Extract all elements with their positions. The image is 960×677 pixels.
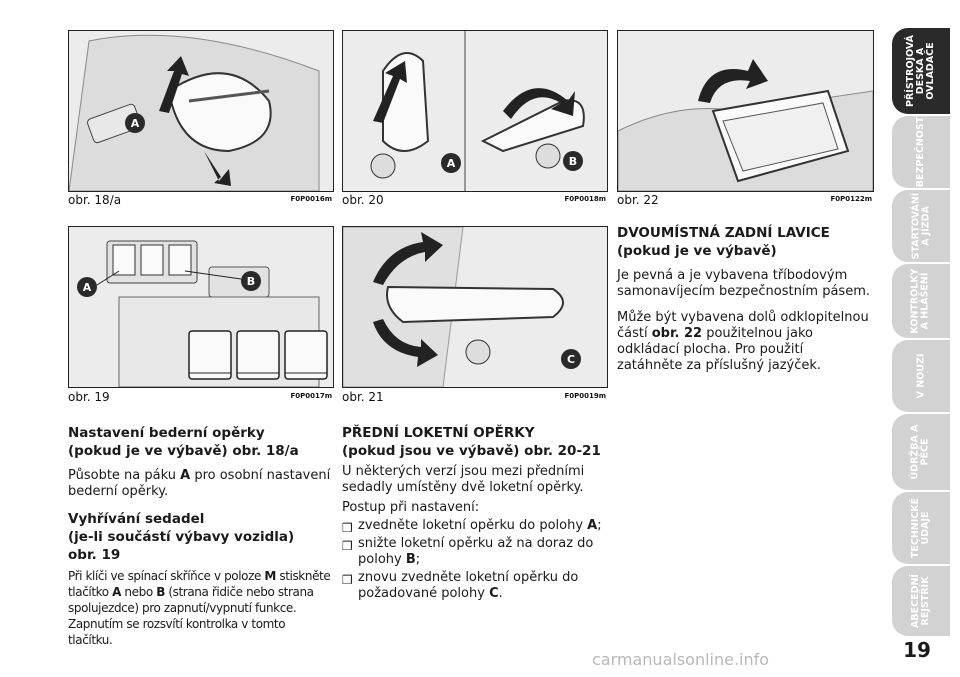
checkbox-bullet-icon: ❒ [342, 573, 353, 587]
figure-caption: obr. 22 [617, 193, 659, 207]
figure-caption: obr. 21 [342, 390, 384, 404]
seat-heating-paragraph: Při klíči ve spínací skříňce v poloze M … [68, 569, 331, 647]
figure-code: F0P0019m [564, 392, 606, 400]
seat-heating-heading: Vyhřívání sedadel (je-li součástí výbavy… [68, 511, 295, 563]
figure-19: A B [68, 226, 334, 388]
figure-code: F0P0122m [830, 195, 872, 203]
figure-caption: obr. 18/a [68, 193, 122, 207]
lumbar-paragraph: Působte na páku A pro osobní nastavení b… [68, 468, 331, 499]
rear-bench-paragraph-2: Může být vybavena dolů odklopitelnou čás… [617, 310, 869, 373]
tab-udrzba[interactable]: ÚDRŽBA A PÉČE [892, 414, 950, 490]
list-item: ❒znovu zvedněte loketní opěrku do požado… [342, 570, 579, 601]
tab-bezpecnost[interactable]: BEZPEČNOST [892, 116, 950, 188]
figure-code: F0P0016m [290, 195, 332, 203]
figure-code: F0P0017m [290, 392, 332, 400]
figure-caption: obr. 20 [342, 193, 384, 207]
figure-label-a: A [131, 117, 140, 130]
figure-caption: obr. 19 [68, 390, 110, 404]
figure-label-b: B [569, 155, 577, 168]
figure-label-c: C [567, 353, 575, 366]
armrest-paragraph: U některých verzí jsou mezi předními sed… [342, 464, 585, 495]
tab-v-nouzi[interactable]: V NOUZI [892, 340, 950, 412]
armrest-heading: PŘEDNÍ LOKETNÍ OPĚRKY (pokud jsou ve výb… [342, 425, 601, 459]
tab-pristrojova-deska[interactable]: PŘÍSTROJOVÁ DESKA A OVLADAČE [892, 28, 950, 114]
figure-18a: A [68, 30, 334, 192]
page-number: 19 [903, 638, 931, 662]
list-item: ❒snižte loketní opěrku až na doraz do po… [342, 536, 594, 567]
figure-22 [617, 30, 874, 192]
checkbox-bullet-icon: ❒ [342, 521, 353, 535]
figure-label-a: A [83, 281, 92, 294]
tab-kontrolky[interactable]: KONTROLKY A HLÁŠENÍ [892, 264, 950, 338]
figure-21: C [342, 226, 608, 388]
figure-label-b: B [247, 275, 255, 288]
rear-bench-paragraph-1: Je pevná a je vybavena tříbodovým samona… [617, 268, 870, 299]
armrest-steps-list: ❒zvedněte loketní opěrku do polohy A; ❒s… [342, 518, 606, 602]
list-item: ❒zvedněte loketní opěrku do polohy A; [342, 518, 602, 535]
watermark: carmanualsonline.info [592, 650, 770, 669]
checkbox-bullet-icon: ❒ [342, 539, 353, 553]
figure-20: A B [342, 30, 608, 192]
figure-label-a: A [447, 157, 456, 170]
rear-bench-heading: DVOUMÍSTNÁ ZADNÍ LAVICE (pokud je ve výb… [617, 225, 830, 259]
tab-technicke-udaje[interactable]: TECHNICKÉ ÚDAJE [892, 492, 950, 564]
figure-code: F0P0018m [564, 195, 606, 203]
lumbar-heading: Nastavení bederní opěrky (pokud je ve vý… [68, 425, 299, 459]
armrest-procedure-label: Postup při nastavení: [342, 500, 480, 515]
tab-startovani[interactable]: STARTOVÁNÍ A JÍZDA [892, 190, 950, 262]
tab-abecedni-rejstrik[interactable]: ABECEDNÍ REJSTŘÍK [892, 566, 950, 636]
